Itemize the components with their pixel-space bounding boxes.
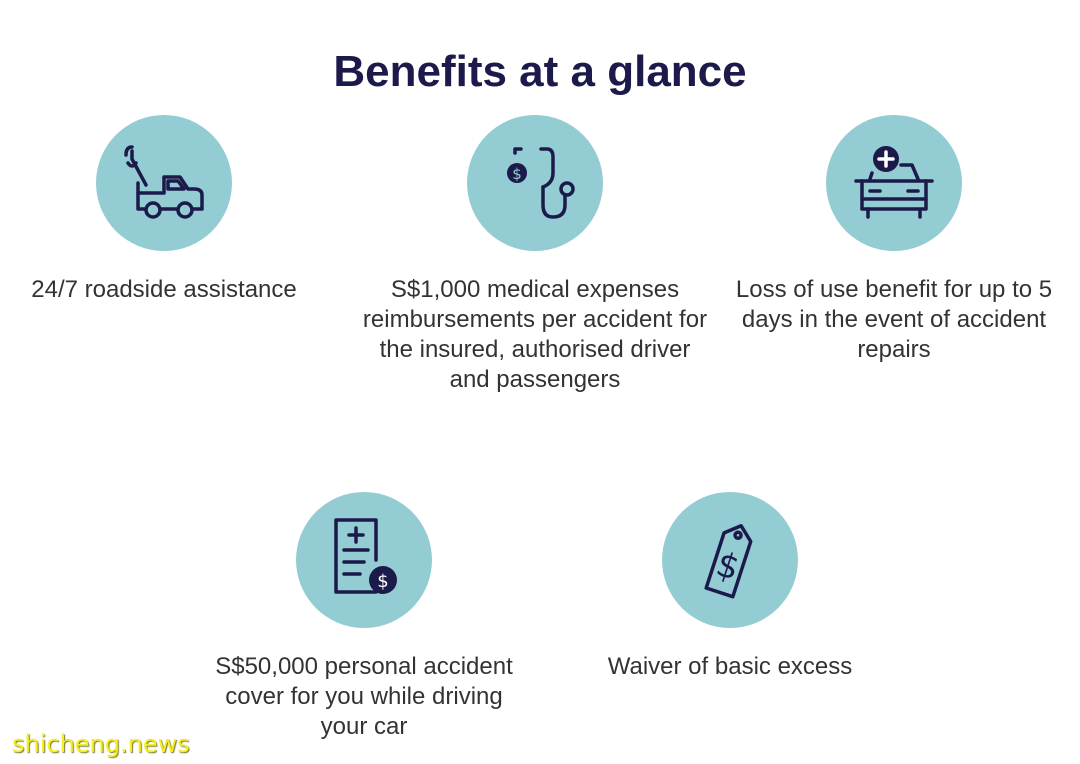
price-tag-dollar-icon: $: [682, 510, 778, 611]
car-medical-icon: [846, 133, 942, 234]
svg-text:$: $: [377, 571, 388, 592]
benefit-loss-of-use: Loss of use benefit for up to 5 days in …: [724, 115, 1064, 365]
benefit-label: S$50,000 personal accident cover for you…: [215, 653, 513, 740]
benefit-icon-circle: [826, 115, 962, 251]
page-title: Benefits at a glance: [333, 47, 747, 97]
benefit-label: 24/7 roadside assistance: [31, 276, 297, 303]
tow-truck-icon: [116, 133, 212, 234]
benefit-icon-circle: $: [296, 492, 432, 628]
stethoscope-dollar-icon: $: [487, 133, 583, 234]
benefit-roadside-assistance: 24/7 roadside assistance: [14, 115, 314, 305]
benefit-personal-accident: $ S$50,000 personal accident cover for y…: [204, 492, 524, 742]
medical-bill-dollar-icon: $: [316, 510, 412, 611]
benefit-icon-circle: $: [662, 492, 798, 628]
watermark: shicheng.news: [12, 730, 190, 758]
benefit-label: S$1,000 medical expenses reimbursements …: [362, 276, 708, 393]
benefit-label: Loss of use benefit for up to 5 days in …: [735, 276, 1053, 363]
benefit-waiver-excess: $ Waiver of basic excess: [580, 492, 880, 682]
benefit-label: Waiver of basic excess: [607, 653, 853, 680]
benefit-icon-circle: [96, 115, 232, 251]
svg-text:$: $: [711, 544, 744, 589]
benefit-icon-circle: $: [467, 115, 603, 251]
svg-text:$: $: [512, 165, 522, 183]
benefit-medical-expenses: $ S$1,000 medical expenses reimbursement…: [360, 115, 710, 395]
